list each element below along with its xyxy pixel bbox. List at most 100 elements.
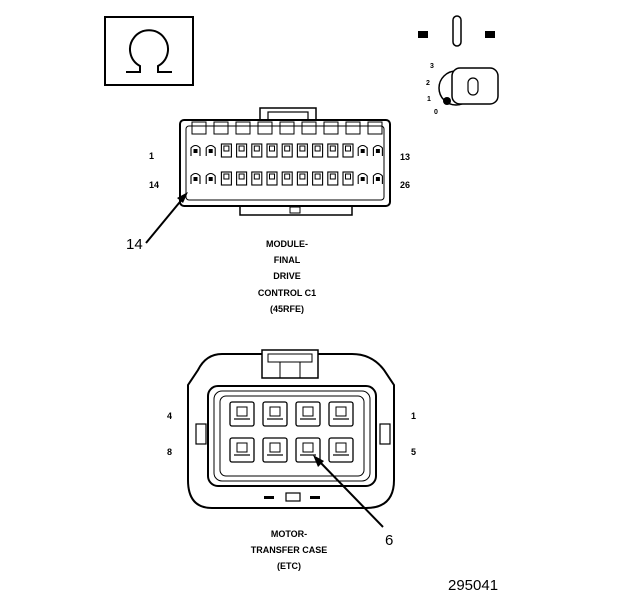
pin-label-5: 5: [411, 447, 416, 457]
pin-terminal: [284, 173, 291, 180]
key-position-3: 3: [430, 63, 434, 70]
pin-terminal: [253, 145, 260, 152]
pin-cavity: [236, 143, 248, 158]
pin-terminal: [223, 173, 230, 180]
pin-cavity: [236, 171, 248, 186]
pin-terminal: [299, 173, 306, 180]
pin-cavity: [296, 143, 308, 158]
pin-terminal: [253, 173, 260, 180]
pin-terminal: [236, 442, 248, 453]
connector-rib: [235, 121, 251, 135]
pin-cavity: [372, 144, 383, 156]
pin-terminal: [284, 145, 291, 152]
connector-rib: [367, 121, 383, 135]
pin-terminal: [269, 442, 281, 453]
pin-terminal: [314, 173, 321, 180]
pin-cavity: [296, 171, 308, 186]
connector-title-line-3: (ETC): [277, 561, 301, 571]
pin-cavity: [190, 144, 201, 156]
connector-title-line-2: TRANSFER CASE: [251, 545, 328, 555]
pin-cavity: [357, 144, 368, 156]
pin-label-26: 26: [400, 180, 410, 190]
pin-cavity: [266, 171, 278, 186]
pin-cavity: [328, 401, 354, 427]
pin-terminal: [345, 145, 351, 152]
transfer-case-motor-connector: 4 1 8 5 6 MOTOR- TRANSFER CASE (ETC): [167, 349, 416, 571]
pin-cavity: [229, 401, 255, 427]
pin-terminal: [329, 145, 336, 152]
connector-rib: [191, 121, 207, 135]
pin-terminal: [329, 173, 336, 180]
pin-cavity: [327, 171, 339, 186]
callout-14: 14: [126, 236, 143, 253]
pin-cavity: [190, 172, 201, 184]
key-position-1: 1: [427, 96, 431, 103]
pin-label-14: 14: [149, 180, 159, 190]
pin-terminal: [302, 442, 314, 453]
connector-rib: [257, 121, 273, 135]
connector-rib: [301, 121, 317, 135]
pin-cavity: [220, 143, 232, 158]
pin-terminal: [360, 177, 365, 181]
pin-terminal: [375, 177, 380, 181]
pin-label-1: 1: [149, 151, 154, 161]
pin-cavity: [281, 171, 293, 186]
pin-cavity: [251, 143, 263, 158]
pin-terminal: [335, 406, 347, 417]
pin-terminal: [360, 149, 365, 153]
pin-cavity: [372, 172, 383, 184]
final-drive-control-connector: 1 13 14 26 14 MODULE- FINAL DRIVE CONTRO…: [126, 107, 410, 314]
pin-label-8: 8: [167, 447, 172, 457]
pin-terminal: [314, 145, 321, 152]
pin-cavity: [205, 172, 216, 184]
pin-terminal: [269, 406, 281, 417]
connector-rib: [213, 121, 229, 135]
pin-cavity: [266, 143, 278, 158]
pin-terminal: [302, 406, 314, 417]
connector-rib: [345, 121, 361, 135]
pin-terminal: [238, 173, 245, 180]
pin-terminal: [269, 145, 275, 152]
pin-label-4: 4: [167, 411, 172, 421]
pin-terminal: [269, 173, 275, 180]
connector-title-line-1: MODULE-: [266, 239, 308, 249]
pin-terminal: [335, 442, 347, 453]
pin-cavity: [327, 143, 339, 158]
pin-cavity: [205, 144, 216, 156]
pin-cavity: [229, 437, 255, 463]
pin-cavity: [295, 401, 321, 427]
pin-terminal: [193, 149, 198, 153]
figure-number: 295041: [448, 577, 498, 594]
connector-rib: [279, 121, 295, 135]
pin-cavity: [357, 172, 368, 184]
pin-cavity: [342, 143, 354, 158]
pin-cavity: [262, 437, 288, 463]
pin-label-13: 13: [400, 152, 410, 162]
pin-cavity: [251, 171, 263, 186]
pin-terminal: [223, 145, 230, 152]
pin-terminal: [208, 149, 213, 153]
pin-cavity: [220, 171, 232, 186]
key-position-0: 0: [434, 109, 438, 116]
pin-cavity: [262, 401, 288, 427]
pin-terminal: [193, 177, 198, 181]
pin-terminal: [236, 406, 248, 417]
connector-title-line-1: MOTOR-: [271, 529, 307, 539]
connector-title-line-3: DRIVE: [273, 271, 301, 281]
connector-title-line-5: (45RFE): [270, 304, 304, 314]
pin-terminal: [238, 145, 245, 152]
pin-cavity: [312, 171, 324, 186]
pin-terminal: [208, 177, 213, 181]
connector-title-line-2: FINAL: [274, 255, 301, 265]
pin-cavity: [281, 143, 293, 158]
ignition-key-icon: 3 2 1 0: [426, 63, 499, 116]
pin-label-1: 1: [411, 411, 416, 421]
callout-6: 6: [385, 532, 393, 549]
pin-cavity: [342, 171, 354, 186]
connector-rib: [323, 121, 339, 135]
pin-terminal: [375, 149, 380, 153]
pin-cavity: [328, 437, 354, 463]
connector-title-line-4: CONTROL C1: [258, 288, 316, 298]
pin-cavity: [312, 143, 324, 158]
